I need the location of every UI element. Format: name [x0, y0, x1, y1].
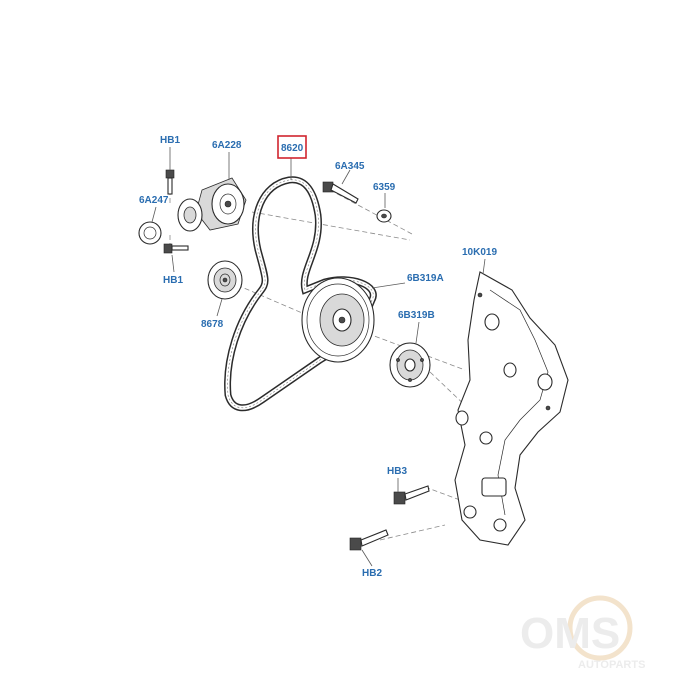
- pulley-hub: [389, 342, 431, 388]
- bolt-hb1-bottom: [163, 243, 189, 254]
- part-labels: HB1 6A228 8620 6A345 6359 6A247 HB1 8678…: [139, 135, 497, 579]
- label-hb3: HB3: [387, 466, 407, 477]
- drive-belt: [224, 176, 377, 412]
- seal-ring: [138, 221, 162, 245]
- highlight-box: [277, 135, 307, 159]
- label-8678: 8678: [201, 319, 224, 330]
- label-8620: 8620: [281, 143, 304, 154]
- label-6a247: 6A247: [139, 195, 169, 206]
- label-6b319b: 6B319B: [398, 310, 435, 321]
- watermark-logo: OMS AUTOPARTS: [520, 595, 645, 671]
- label-hb1-bottom: HB1: [163, 275, 183, 286]
- watermark-text: OMS: [520, 609, 620, 658]
- belt-tensioner: [177, 177, 247, 232]
- label-6359: 6359: [373, 182, 396, 193]
- label-6a345: 6A345: [335, 161, 365, 172]
- label-hb2: HB2: [362, 568, 382, 579]
- mounting-bracket: [454, 271, 569, 546]
- watermark-subtext: AUTOPARTS: [578, 659, 645, 671]
- bolt-hb1-top: [165, 169, 175, 195]
- label-6a228: 6A228: [212, 140, 242, 151]
- crankshaft-pulley: [301, 277, 375, 363]
- label-10k019: 10K019: [462, 247, 497, 258]
- idler-pulley: [207, 260, 243, 300]
- label-6b319a: 6B319A: [407, 273, 444, 284]
- washer-6359: [376, 209, 392, 223]
- bolt-6a345: [322, 181, 359, 204]
- label-hb1-top: HB1: [160, 135, 180, 146]
- bolt-hb2: [349, 529, 389, 551]
- leader-lines: [151, 147, 486, 567]
- bolt-hb3: [393, 485, 430, 505]
